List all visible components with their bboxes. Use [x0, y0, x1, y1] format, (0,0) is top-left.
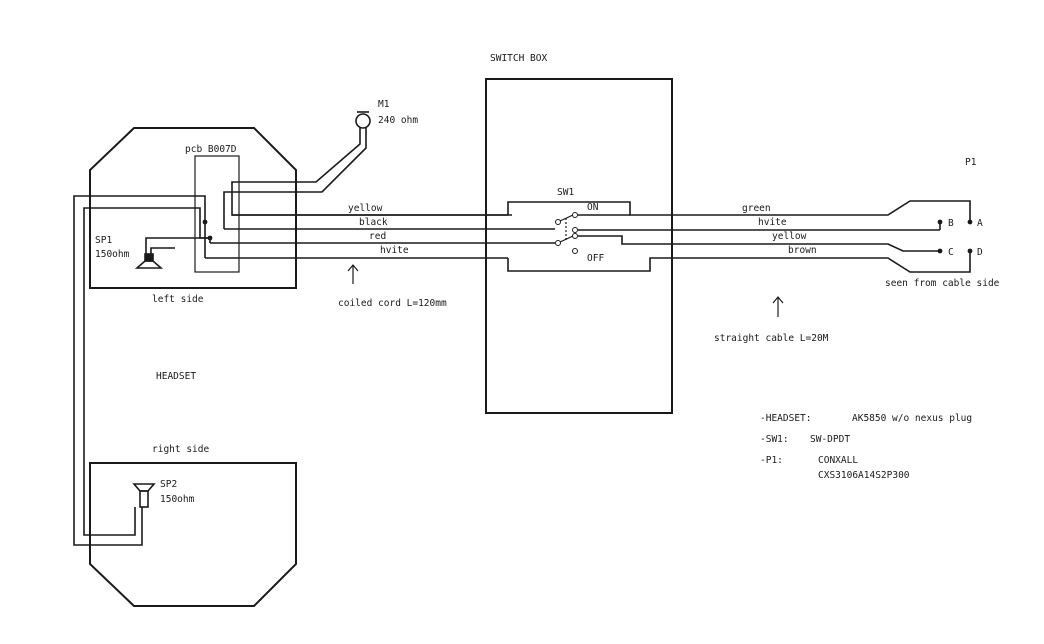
switch-contacts: [555, 212, 578, 254]
note-sw1-key: -SW1:: [760, 434, 789, 445]
switch-box-label: SWITCH BOX: [490, 53, 547, 64]
mic-wire-outer: [231, 128, 512, 216]
note-sw1-value: SW-DPDT: [810, 434, 850, 445]
pin-c-dot: [937, 248, 943, 254]
sp1-value: 150ohm: [95, 249, 130, 260]
wire-label-black: black: [359, 217, 388, 228]
sp2-value: 150ohm: [160, 494, 195, 505]
cable-label-green: green: [742, 203, 771, 214]
right-earcup-outline: [89, 462, 297, 607]
sp1-name: SP1: [95, 235, 112, 246]
cable-brown: [700, 257, 971, 273]
cable-green: [700, 200, 971, 216]
cable-yellow: [700, 243, 940, 252]
straight-cable-arrow-icon: [772, 296, 784, 317]
m1-value: 240 ohm: [378, 115, 418, 126]
headset-label: HEADSET: [156, 371, 196, 382]
switch-box-outline: [485, 78, 673, 414]
pcb-label: pcb B007D: [185, 144, 237, 155]
note-p1-part: CXS3106A14S2P300: [818, 470, 910, 481]
sp2-name: SP2: [160, 479, 177, 490]
sw1-label: SW1: [557, 187, 574, 198]
right-side-label: right side: [152, 444, 209, 455]
cable-label-brown: brown: [788, 245, 817, 256]
mic-wire-inner: [223, 128, 367, 229]
note-p1-value: CONXALL: [818, 455, 858, 466]
sw-wire-yellow-out: [578, 235, 700, 245]
left-earcup-outline: [89, 127, 297, 289]
wire-label-hvite: hvite: [380, 245, 409, 256]
pin-a-label: A: [977, 218, 983, 229]
wire-label-red: red: [369, 231, 386, 242]
pin-c-label: C: [948, 247, 954, 258]
sw-off-contact-wire: [507, 257, 700, 272]
note-headset-value: AK5850 w/o nexus plug: [852, 413, 972, 424]
sw-on-label: ON: [587, 202, 599, 213]
seen-from-cable-side-label: seen from cable side: [885, 278, 1000, 289]
sw-off-label: OFF: [587, 253, 604, 264]
speaker-icon: [134, 253, 164, 269]
straight-cable-label: straight cable L=20M: [714, 333, 829, 344]
cable-label-yellow: yellow: [772, 231, 807, 242]
cable-label-hvite: hvite: [758, 217, 787, 228]
p1-label: P1: [965, 157, 977, 168]
microphone-icon: [355, 111, 371, 129]
pin-d-label: D: [977, 247, 983, 258]
right-earcup-wire-inner: [83, 207, 210, 536]
wire-label-yellow: yellow: [348, 203, 383, 214]
coiled-cord-label: coiled cord L=120mm: [338, 298, 447, 309]
sp1-wire-b: [150, 247, 175, 254]
pin-b-label: B: [948, 218, 954, 229]
right-earcup-wire-outer: [73, 195, 206, 546]
m1-label: M1: [378, 99, 390, 110]
note-p1-key: -P1:: [760, 455, 783, 466]
coiled-cord-arrow-icon: [347, 264, 359, 284]
speaker-icon: [132, 483, 156, 508]
pcb-outline: [194, 155, 240, 273]
sw-on-contact-wire: [507, 201, 700, 216]
left-side-label: left side: [152, 294, 204, 305]
sp1-wire-a: [145, 237, 211, 254]
note-headset-key: -HEADSET:: [760, 413, 811, 424]
